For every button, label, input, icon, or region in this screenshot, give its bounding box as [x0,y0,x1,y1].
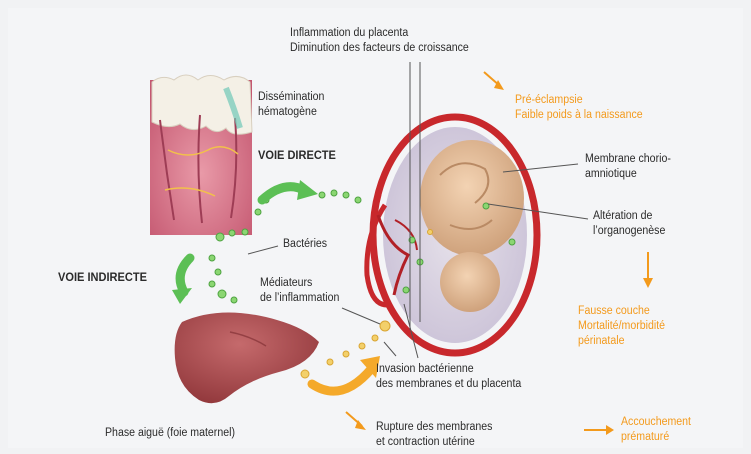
label-invasion: Invasion bactérienne des membranes et du… [376,362,521,392]
label-accouchement: Accouchement prématuré [621,415,691,445]
label-mediateurs: Médiateurs de l’inflammation [260,276,339,306]
label-dissemination: Dissémination hématogène [258,90,324,120]
green-arrow-indirect [180,258,190,292]
fetus-in-uterus-illustration [367,117,537,353]
label-placenta-inflammation: Inflammation du placenta Diminution des … [290,26,469,56]
label-voie-indirecte: VOIE INDIRECTE [58,270,147,285]
tooth-illustration [150,75,252,235]
label-rupture: Rupture des membranes et contraction uté… [376,420,492,450]
liver-illustration [175,312,319,403]
label-bacteries: Bactéries [283,237,327,252]
label-preeclampsie: Pré-éclampsie Faible poids à la naissanc… [515,93,643,123]
label-voie-directe: VOIE DIRECTE [258,148,336,163]
label-membrane: Membrane chorio- amniotique [585,152,671,182]
label-organogenese: Altération de l’organogenèse [593,209,665,239]
label-phase-aigue: Phase aiguë (foie maternel) [105,426,235,441]
orange-arrow-liver [312,368,372,391]
green-arrow-direct-head [297,180,318,200]
label-fausse-couche: Fausse couche Mortalité/morbidité périna… [578,304,665,349]
green-arrow-indirect-head [172,288,192,304]
